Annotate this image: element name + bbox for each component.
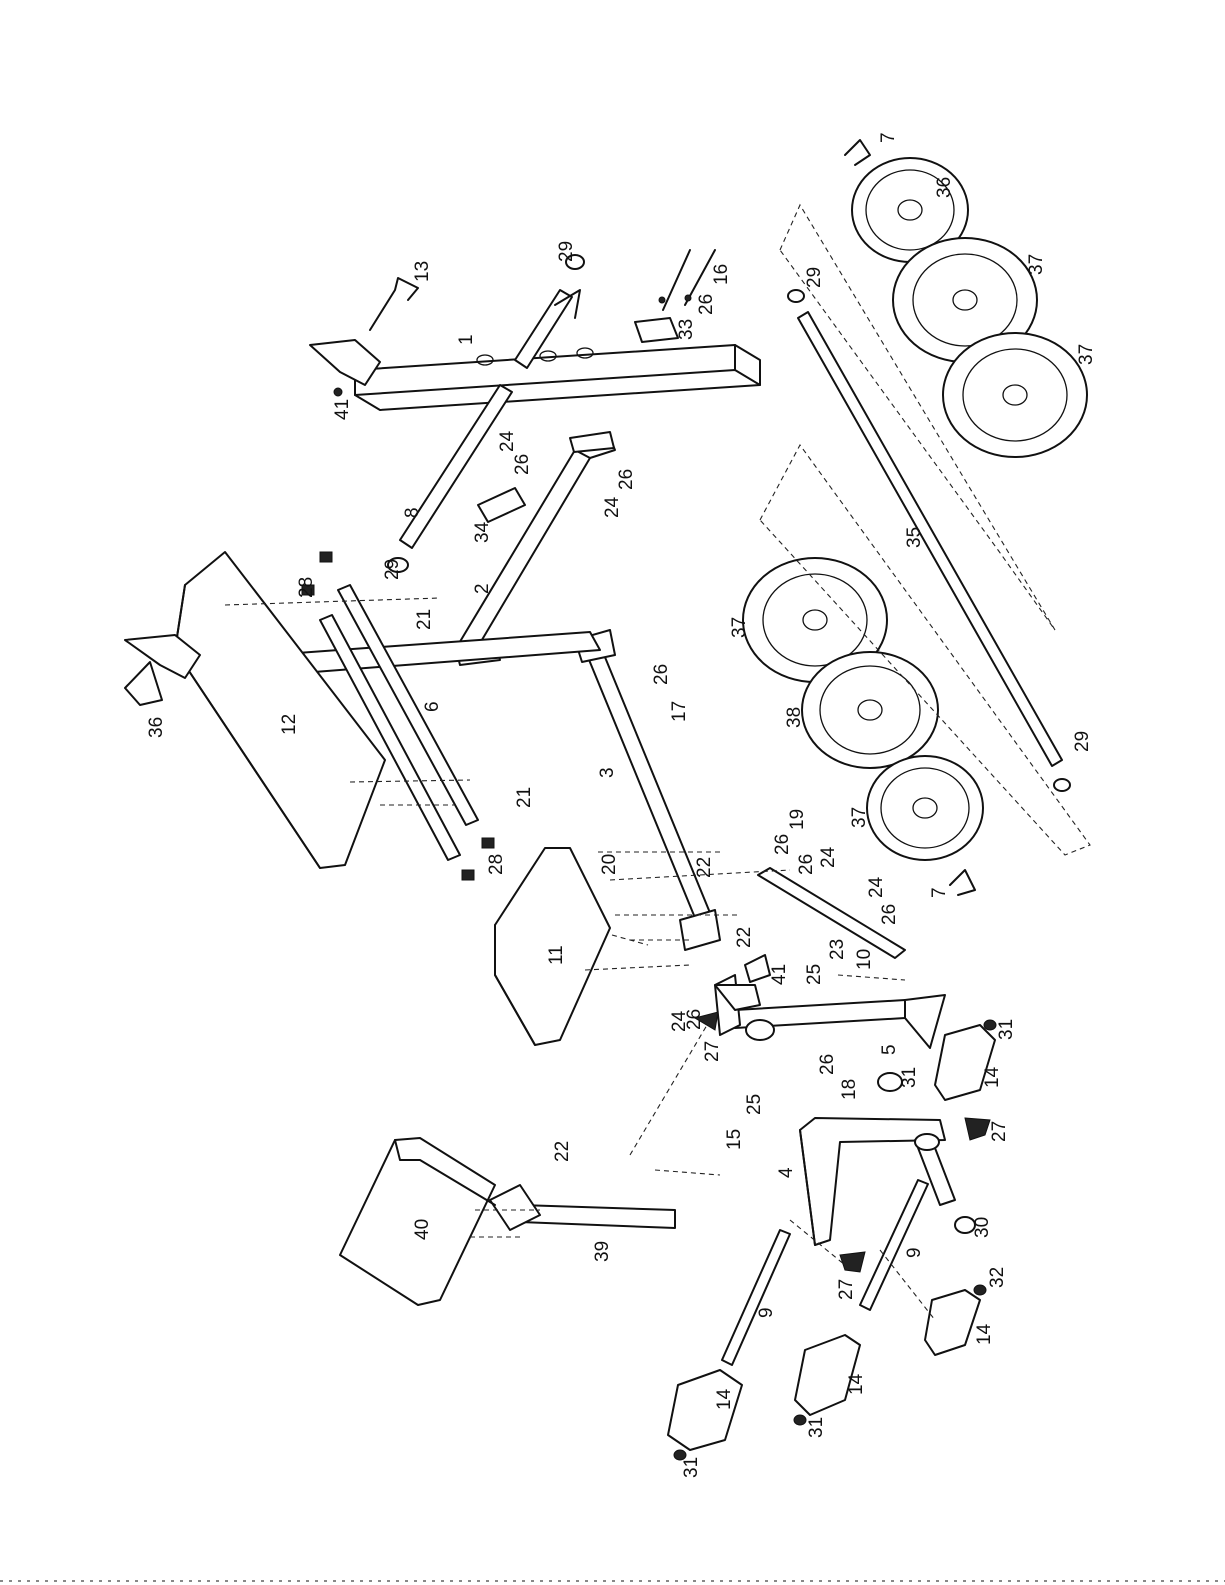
- callout: 41: [332, 399, 353, 420]
- callout: 24: [866, 876, 887, 898]
- callout: 13: [412, 261, 433, 282]
- callout: 7: [929, 887, 950, 898]
- callout: 30: [972, 1217, 993, 1238]
- weight-plates-right: [852, 158, 1087, 457]
- part-14-rollers: [668, 1025, 995, 1450]
- callout: 29: [382, 559, 403, 580]
- callout: 19: [787, 809, 808, 830]
- callout: 14: [982, 1066, 1003, 1088]
- part-27-cap-a: [965, 1118, 990, 1140]
- callout: 35: [904, 527, 925, 548]
- callout: 5: [879, 1044, 900, 1055]
- callout: 31: [806, 1417, 827, 1438]
- callout: 39: [592, 1241, 613, 1262]
- callout: 6: [422, 701, 443, 712]
- part-7-collar-bottom: [950, 870, 975, 895]
- part-9-rod-b: [860, 1180, 928, 1310]
- callout: 22: [694, 857, 715, 878]
- part-9-rod-a: [722, 1230, 790, 1365]
- callout: 34: [472, 521, 493, 543]
- callout: 31: [681, 1457, 702, 1478]
- callout: 15: [724, 1129, 745, 1150]
- callout: 22: [552, 1141, 573, 1162]
- part-4-leg-lever: [800, 1118, 975, 1245]
- callout: 26: [616, 469, 637, 490]
- callout: 24: [602, 496, 623, 518]
- callout: 26: [772, 834, 793, 855]
- callout: 14: [974, 1323, 995, 1345]
- callout: 26: [684, 1009, 705, 1030]
- callout: 11: [546, 945, 567, 965]
- callout: 29: [1072, 731, 1093, 752]
- callout: 41: [769, 964, 790, 985]
- callout: 7: [878, 132, 899, 143]
- callout: 22: [734, 927, 755, 948]
- callout: 10: [854, 949, 875, 970]
- callout: 29: [556, 241, 577, 262]
- callout: 37: [849, 807, 870, 828]
- callout: 1: [456, 334, 477, 345]
- part-41-knob: [334, 388, 342, 396]
- callout: 26: [817, 1054, 838, 1075]
- callout: 36: [934, 177, 955, 198]
- callout: 33: [676, 319, 697, 340]
- callout: 14: [846, 1373, 867, 1395]
- callout: 27: [702, 1041, 723, 1062]
- part-2-seat-tube: [455, 432, 615, 665]
- callout: 21: [514, 787, 535, 808]
- callout: 8: [402, 507, 423, 518]
- part-33-bracket: [478, 488, 525, 522]
- part-40-knob: [745, 955, 770, 982]
- callout: 29: [804, 267, 825, 288]
- callout: 28: [486, 854, 507, 875]
- callout: 18: [839, 1079, 860, 1100]
- callout: 3: [597, 767, 618, 778]
- callout: 25: [744, 1094, 765, 1115]
- part-38-post: [520, 1205, 675, 1228]
- callout: 2: [472, 583, 493, 594]
- callout: 38: [784, 707, 805, 728]
- callout: 26: [651, 664, 672, 685]
- callout: 26: [879, 904, 900, 925]
- callout: 37: [1026, 254, 1047, 275]
- callout: 26: [512, 454, 533, 475]
- callout: 27: [836, 1279, 857, 1300]
- callout: 12: [279, 714, 300, 735]
- callout: 32: [987, 1267, 1008, 1288]
- callout: 31: [996, 1019, 1017, 1040]
- callout: 25: [804, 964, 825, 985]
- callout: 37: [1076, 344, 1097, 365]
- callout: 17: [669, 701, 690, 722]
- callout: 40: [412, 1219, 433, 1240]
- part-13-pin: [370, 278, 418, 330]
- callout: 20: [599, 854, 620, 875]
- callout: 24: [497, 430, 518, 452]
- part-27-cap-c: [840, 1252, 865, 1272]
- callout: 14: [714, 1388, 735, 1410]
- part-32-plate: [635, 318, 678, 342]
- callout: 16: [711, 264, 732, 285]
- callout: 23: [827, 939, 848, 960]
- callout: 4: [776, 1167, 797, 1178]
- callout: 21: [414, 609, 435, 630]
- callout: 24: [818, 846, 839, 868]
- callout: 28: [296, 577, 317, 598]
- part-35-pin: [125, 662, 162, 705]
- callout: 9: [756, 1307, 777, 1318]
- part-29-end-cap: [788, 290, 804, 302]
- callout: 9: [904, 1247, 925, 1258]
- callout: 26: [696, 294, 717, 315]
- callout: 31: [899, 1067, 920, 1088]
- part-7-collar-top: [845, 140, 870, 165]
- callout: 36: [146, 717, 167, 738]
- part-5-leg-frame: [715, 975, 945, 1048]
- callout: 37: [729, 617, 750, 638]
- callout: 26: [796, 854, 817, 875]
- callout: 27: [989, 1121, 1010, 1142]
